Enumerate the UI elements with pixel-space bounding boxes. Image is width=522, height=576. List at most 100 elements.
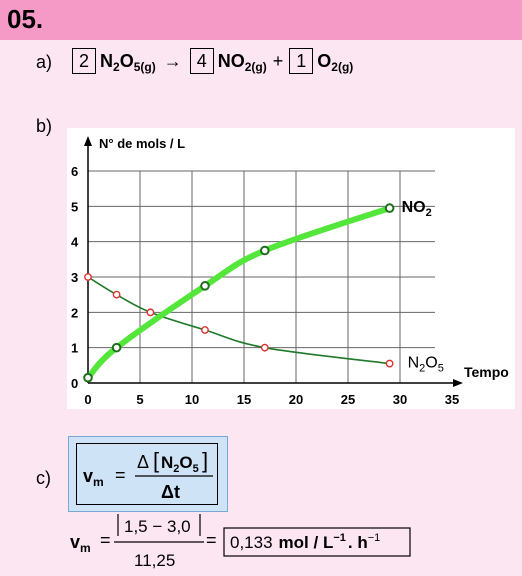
result-unit2-exp: −1 [368,532,381,544]
rate-formula-frame: vm = Δ [ N2O5 ] Δt [76,443,218,505]
delta-symbol: Δ [137,452,149,472]
point-n2o5-1 [112,290,121,299]
chart-grid [88,170,435,383]
no2-text: NO [217,51,245,71]
x-tick-label-0: 0 [84,392,91,407]
rate-formula-box: vm = Δ [ N2O5 ] Δt [68,436,228,512]
point-no2-3 [260,245,270,256]
series-label-n2o5: N2O5 [408,355,444,375]
point-no2-4 [384,203,395,213]
vm-symbol: vm [83,466,104,489]
n2o5-formula: N2O5(g) [100,51,156,74]
delta-denominator: Δt [161,482,180,502]
vm-sub: m [93,475,104,489]
bracket-right: ] [202,448,208,473]
y-tick-label-0: 0 [71,376,78,391]
result-value: 0,133 [230,533,273,552]
no2-label-main: NO [402,199,426,216]
point-n2o5-4 [260,343,269,352]
chart-lines [85,205,393,381]
o2-formula: O2(g) [317,51,354,74]
x-tick-label-5: 5 [136,392,143,407]
y-axis-arrow [84,136,92,146]
x-tick-label-20: 20 [289,392,303,407]
part-c-label: c) [36,468,51,488]
rate-formula: vm = Δ [ N2O5 ] Δt [83,448,213,502]
vm2-v: v [70,532,80,552]
x-axis-label: Tempo [464,364,509,380]
point-n2o5-5 [385,359,394,368]
y-tick-label-4: 4 [71,235,79,250]
part-a-label: a) [36,52,53,72]
series-line-n2o5 [87,276,390,365]
result-unit-exp: −1 [333,532,346,544]
no2-sub: 2(g) [244,60,267,74]
x-tick-label-15: 15 [237,392,251,407]
result-unit: mol / L [279,533,334,552]
equals-sign-2: = [100,530,111,550]
reaction-arrow: → [163,51,182,71]
point-no2-2 [200,281,210,291]
exercise-number: 05. [7,4,44,34]
no2-label-sub: 2 [426,207,432,219]
o2-sub: 2(g) [331,60,354,74]
x-tick-label-35: 35 [445,392,459,407]
coefficient-o2: 1 [289,48,314,74]
result-unit2: . h [348,533,368,552]
equals-sign-3: = [206,530,217,550]
point-n2o5-2 [146,308,155,317]
x-tick-label-30: 30 [393,392,407,407]
plus-sign: + [272,51,284,71]
x-tick-label-10: 10 [185,392,199,407]
n2o5-label-sub2: 5 [438,363,444,375]
y-tick-label-6: 6 [71,164,78,179]
delta-species-sub2: 5 [193,463,199,475]
y-tick-label-2: 2 [71,305,78,320]
part-b-label: b) [36,116,53,136]
point-no2-1 [111,342,122,353]
series-label-no2: NO2 [402,199,432,219]
vm-symbol-2: vm [70,532,91,555]
delta-species-sub1: 2 [173,463,179,475]
chart-axes [84,136,463,387]
header-bar: 05. [0,0,522,40]
o2-text: O [317,51,332,71]
n2o5-label-sub1: 2 [419,363,425,375]
coefficient-no2: 4 [189,48,214,74]
y-tick-label-3: 3 [71,270,78,285]
y-tick-label-1: 1 [71,341,78,356]
point-n2o5-0 [84,273,92,281]
series-line-no2 [85,205,393,381]
equals-sign-1: = [115,465,126,485]
n2o5-sub1: 2 [113,60,120,74]
bracket-left: [ [153,448,159,473]
no2-formula: NO2(g) [217,51,267,74]
point-no2-0 [83,372,93,383]
calc-denominator: 11,25 [134,551,175,570]
n2o5-label-o: O [425,355,437,372]
result-box [223,527,411,557]
calc-numerator: 1,5 − 3,0 [124,517,191,536]
x-tick-label-25: 25 [341,392,355,407]
vm2-sub: m [80,541,91,555]
n2o5-n: N [100,51,114,71]
chart-points [83,203,395,383]
vm-v: v [83,466,93,486]
point-n2o5-3 [201,326,209,334]
delta-species: N2O5 [161,453,199,475]
n2o5-label-n: N [408,355,420,372]
delta-species-n: N [161,453,173,472]
y-tick-label-5: 5 [71,199,78,214]
coefficient-n2o5: 2 [72,48,97,74]
n2o5-o: O [119,51,134,71]
x-axis-arrow [453,379,463,387]
n2o5-sub2: 5(g) [133,60,156,74]
delta-numerator: Δ [137,452,149,472]
delta-species-o: O [179,453,192,472]
